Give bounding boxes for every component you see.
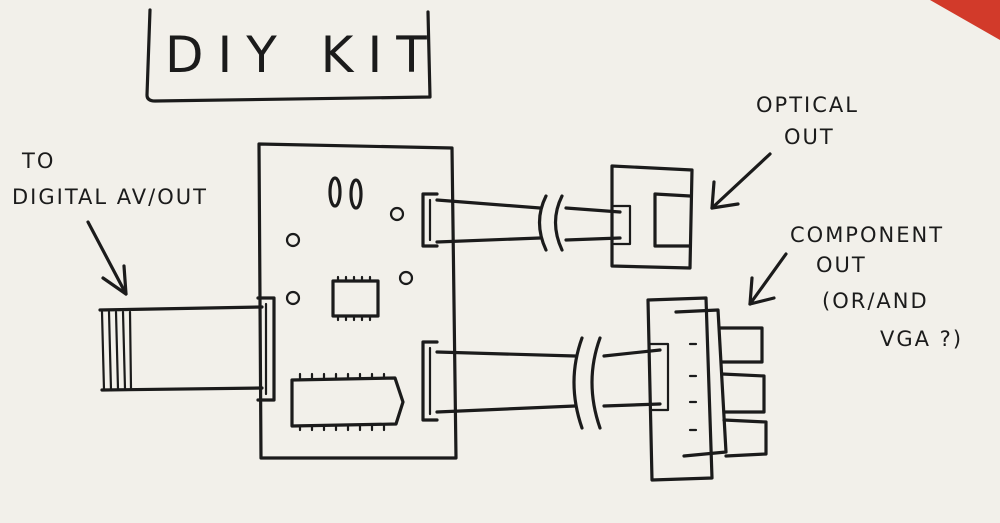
- digital-label-line1: TO: [21, 149, 55, 173]
- rca-plug-1: [718, 326, 764, 364]
- optical-label: OPTICAL OUT: [756, 93, 859, 149]
- component-arrow: [748, 252, 788, 306]
- optical-cable: [435, 194, 632, 252]
- small-chip: [331, 279, 380, 318]
- mount-hole-2: [285, 232, 301, 248]
- component-label: COMPONENT OUT (OR/AND VGA ?): [790, 223, 963, 351]
- digital-arrow: [86, 220, 128, 296]
- optical-label-line2: OUT: [784, 125, 835, 149]
- component-label-line3: (OR/AND: [822, 289, 929, 313]
- mount-hole-3: [398, 270, 414, 286]
- mount-hole-1: [389, 206, 405, 222]
- digital-label-line2: DIGITAL AV/OUT: [12, 185, 208, 209]
- component-label-line4: VGA ?): [880, 327, 963, 351]
- mount-hole-4: [285, 290, 301, 306]
- digital-label: TO DIGITAL AV/OUT: [12, 149, 208, 209]
- oval-slot-2: [349, 178, 363, 210]
- ribbon-connector: [256, 296, 276, 402]
- rca-plug-2: [720, 372, 766, 414]
- optical-arrow: [710, 152, 772, 210]
- component-label-line1: COMPONENT: [790, 223, 944, 247]
- red-edge: [930, 0, 1000, 40]
- title-text: DIY KIT: [165, 26, 441, 84]
- title-box: DIY KIT: [145, 8, 441, 103]
- component-connector: [421, 340, 439, 422]
- oval-slot-1: [328, 176, 342, 208]
- optical-label-line1: OPTICAL: [756, 93, 859, 117]
- rca-plug-3: [722, 418, 768, 458]
- ribbon-cable: [98, 305, 264, 392]
- large-chip: [290, 376, 405, 428]
- main-board: [256, 142, 458, 460]
- optical-connector: [421, 192, 439, 248]
- component-label-line2: OUT: [816, 253, 867, 277]
- component-out-block: [646, 296, 768, 482]
- optical-out-box: [610, 164, 694, 270]
